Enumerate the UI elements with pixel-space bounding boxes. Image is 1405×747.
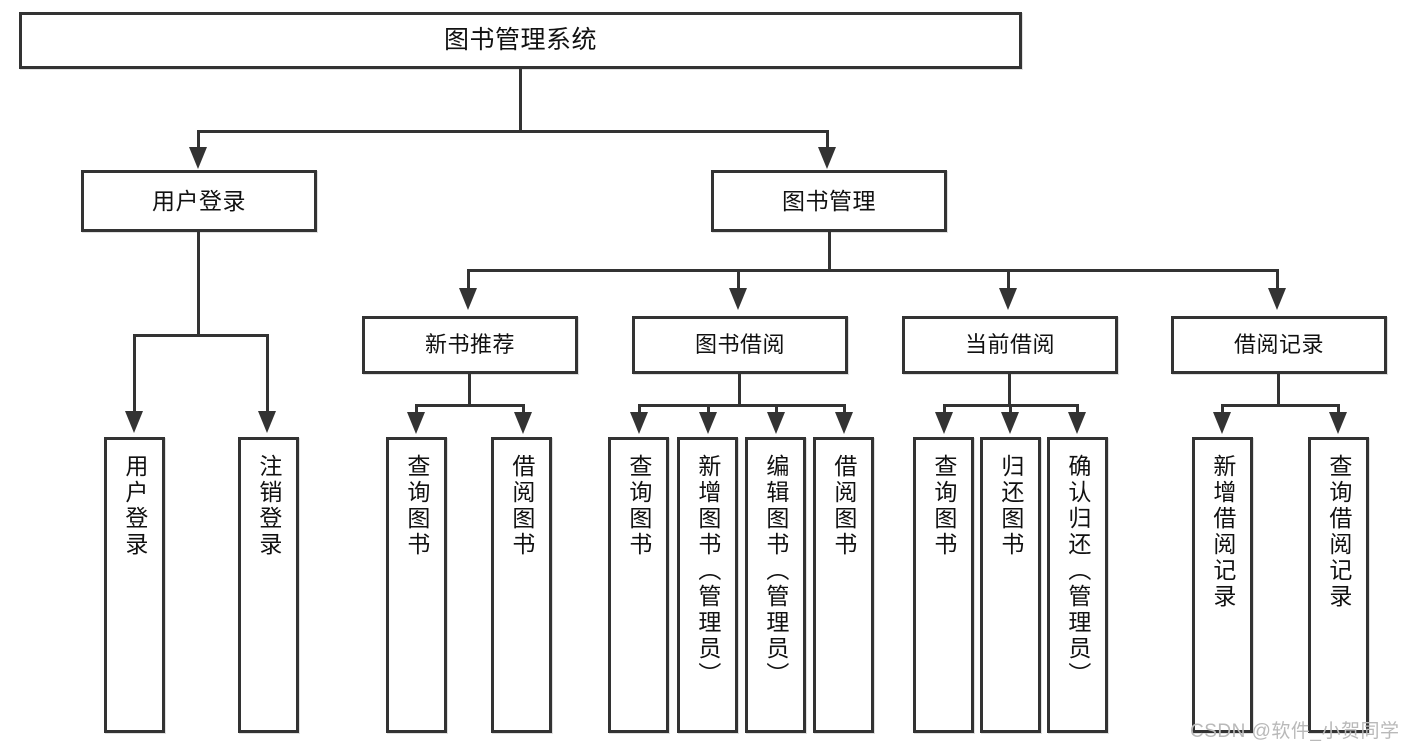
edge-current-borrow-stem [1008, 374, 1011, 406]
edge-new-book-bus [415, 404, 525, 407]
node-label: 借阅记录 [1233, 332, 1324, 358]
node-label: 新增图书（管理员） [694, 454, 721, 688]
node-label: 图书借阅 [694, 332, 785, 358]
node-root-system[interactable]: 图书管理系统 [19, 12, 1022, 69]
edge-borrow-record-to-leaf-2 [1337, 404, 1340, 416]
node-user-login[interactable]: 用户登录 [81, 170, 317, 232]
watermark-text: CSDN @软件_小贺同学 [1190, 721, 1400, 742]
node-book-borrow[interactable]: 图书借阅 [632, 316, 848, 374]
node-label: 注销登录 [255, 454, 282, 558]
node-label: 确认归还（管理员） [1064, 454, 1091, 688]
edge-user-login-to-leaf-2 [266, 334, 269, 414]
edge-book-manage-bus [467, 269, 1279, 272]
arrowhead-borrow-record-leaf-1 [1213, 412, 1231, 434]
edge-user-login-stem [197, 232, 200, 336]
node-label: 用户登录 [152, 187, 246, 214]
leaf-user-login-login[interactable]: 用户登录 [104, 437, 165, 733]
edge-new-book-to-leaf-1 [415, 404, 418, 416]
node-label: 查询图书 [930, 454, 957, 558]
node-label: 归还图书 [997, 454, 1024, 558]
arrowhead-book-manage-current [999, 288, 1017, 310]
arrowhead-book-manage-borrow [729, 288, 747, 310]
edge-current-borrow-to-leaf-3 [1076, 404, 1079, 416]
edge-borrow-record-stem [1277, 374, 1280, 406]
arrowhead-current-borrow-leaf-1 [935, 412, 953, 434]
arrowhead-current-borrow-leaf-3 [1068, 412, 1086, 434]
node-label: 新书推荐 [424, 332, 515, 358]
edge-root-bus [197, 130, 828, 133]
arrowhead-borrow-record-leaf-2 [1329, 412, 1347, 434]
arrowhead-new-book-leaf-1 [407, 412, 425, 434]
node-label: 新增借阅记录 [1209, 454, 1236, 610]
edge-book-borrow-bus [638, 404, 846, 407]
node-label: 用户登录 [121, 454, 148, 558]
node-book-manage[interactable]: 图书管理 [711, 170, 947, 232]
edge-book-manage-to-current [1007, 269, 1010, 293]
leaf-book-borrow-borrow[interactable]: 借阅图书 [813, 437, 874, 733]
arrowhead-root-to-user-login [189, 147, 207, 169]
edge-root-to-book-manage [826, 130, 829, 153]
leaf-borrow-record-add[interactable]: 新增借阅记录 [1192, 437, 1253, 733]
node-label: 借阅图书 [508, 454, 535, 558]
node-label: 图书管理 [782, 187, 876, 214]
arrowhead-user-login-leaf-1 [125, 411, 143, 433]
edge-root-stem [519, 69, 522, 132]
leaf-book-borrow-edit[interactable]: 编辑图书（管理员） [745, 437, 806, 733]
leaf-current-borrow-return[interactable]: 归还图书 [980, 437, 1041, 733]
leaf-borrow-record-query[interactable]: 查询借阅记录 [1308, 437, 1369, 733]
edge-new-book-to-leaf-2 [522, 404, 525, 416]
leaf-current-borrow-query[interactable]: 查询图书 [913, 437, 974, 733]
node-borrow-record[interactable]: 借阅记录 [1171, 316, 1387, 374]
arrowhead-user-login-leaf-2 [258, 411, 276, 433]
arrowhead-book-borrow-leaf-1 [630, 412, 648, 434]
arrowhead-root-to-book-manage [818, 147, 836, 169]
node-label: 借阅图书 [830, 454, 857, 558]
edge-book-manage-to-borrow [737, 269, 740, 293]
edge-book-borrow-to-leaf-4 [843, 404, 846, 416]
arrowhead-book-borrow-leaf-3 [767, 412, 785, 434]
leaf-current-borrow-confirm-return[interactable]: 确认归还（管理员） [1047, 437, 1108, 733]
edge-borrow-record-to-leaf-1 [1221, 404, 1224, 416]
node-label: 查询图书 [403, 454, 430, 558]
edge-new-book-stem [468, 374, 471, 406]
node-label: 图书管理系统 [443, 25, 597, 54]
node-label: 查询借阅记录 [1325, 454, 1352, 610]
node-label: 编辑图书（管理员） [762, 454, 789, 688]
edge-book-manage-to-new-book [467, 269, 470, 293]
node-new-book-recommend[interactable]: 新书推荐 [362, 316, 578, 374]
arrowhead-current-borrow-leaf-2 [1001, 412, 1019, 434]
arrowhead-book-borrow-leaf-4 [835, 412, 853, 434]
arrowhead-book-manage-record [1268, 288, 1286, 310]
edge-book-manage-to-record [1276, 269, 1279, 293]
edge-book-manage-stem [828, 232, 831, 272]
arrowhead-book-borrow-leaf-2 [699, 412, 717, 434]
edge-user-login-to-leaf-1 [133, 334, 136, 414]
edge-book-borrow-stem [738, 374, 741, 406]
edge-current-borrow-to-leaf-2 [1009, 404, 1012, 416]
edge-book-borrow-to-leaf-3 [775, 404, 778, 416]
arrowhead-new-book-leaf-2 [514, 412, 532, 434]
edge-user-login-bus [133, 334, 269, 337]
edge-book-borrow-to-leaf-1 [638, 404, 641, 416]
leaf-book-borrow-query[interactable]: 查询图书 [608, 437, 669, 733]
leaf-book-borrow-add[interactable]: 新增图书（管理员） [677, 437, 738, 733]
node-current-borrow[interactable]: 当前借阅 [902, 316, 1118, 374]
edge-root-to-user-login [197, 130, 200, 153]
leaf-new-book-borrow[interactable]: 借阅图书 [491, 437, 552, 733]
edge-current-borrow-to-leaf-1 [943, 404, 946, 416]
node-label: 当前借阅 [964, 332, 1055, 358]
edge-book-borrow-to-leaf-2 [707, 404, 710, 416]
leaf-user-login-logout[interactable]: 注销登录 [238, 437, 299, 733]
node-label: 查询图书 [625, 454, 652, 558]
leaf-new-book-query[interactable]: 查询图书 [386, 437, 447, 733]
arrowhead-book-manage-new-book [459, 288, 477, 310]
edge-borrow-record-bus [1221, 404, 1339, 407]
